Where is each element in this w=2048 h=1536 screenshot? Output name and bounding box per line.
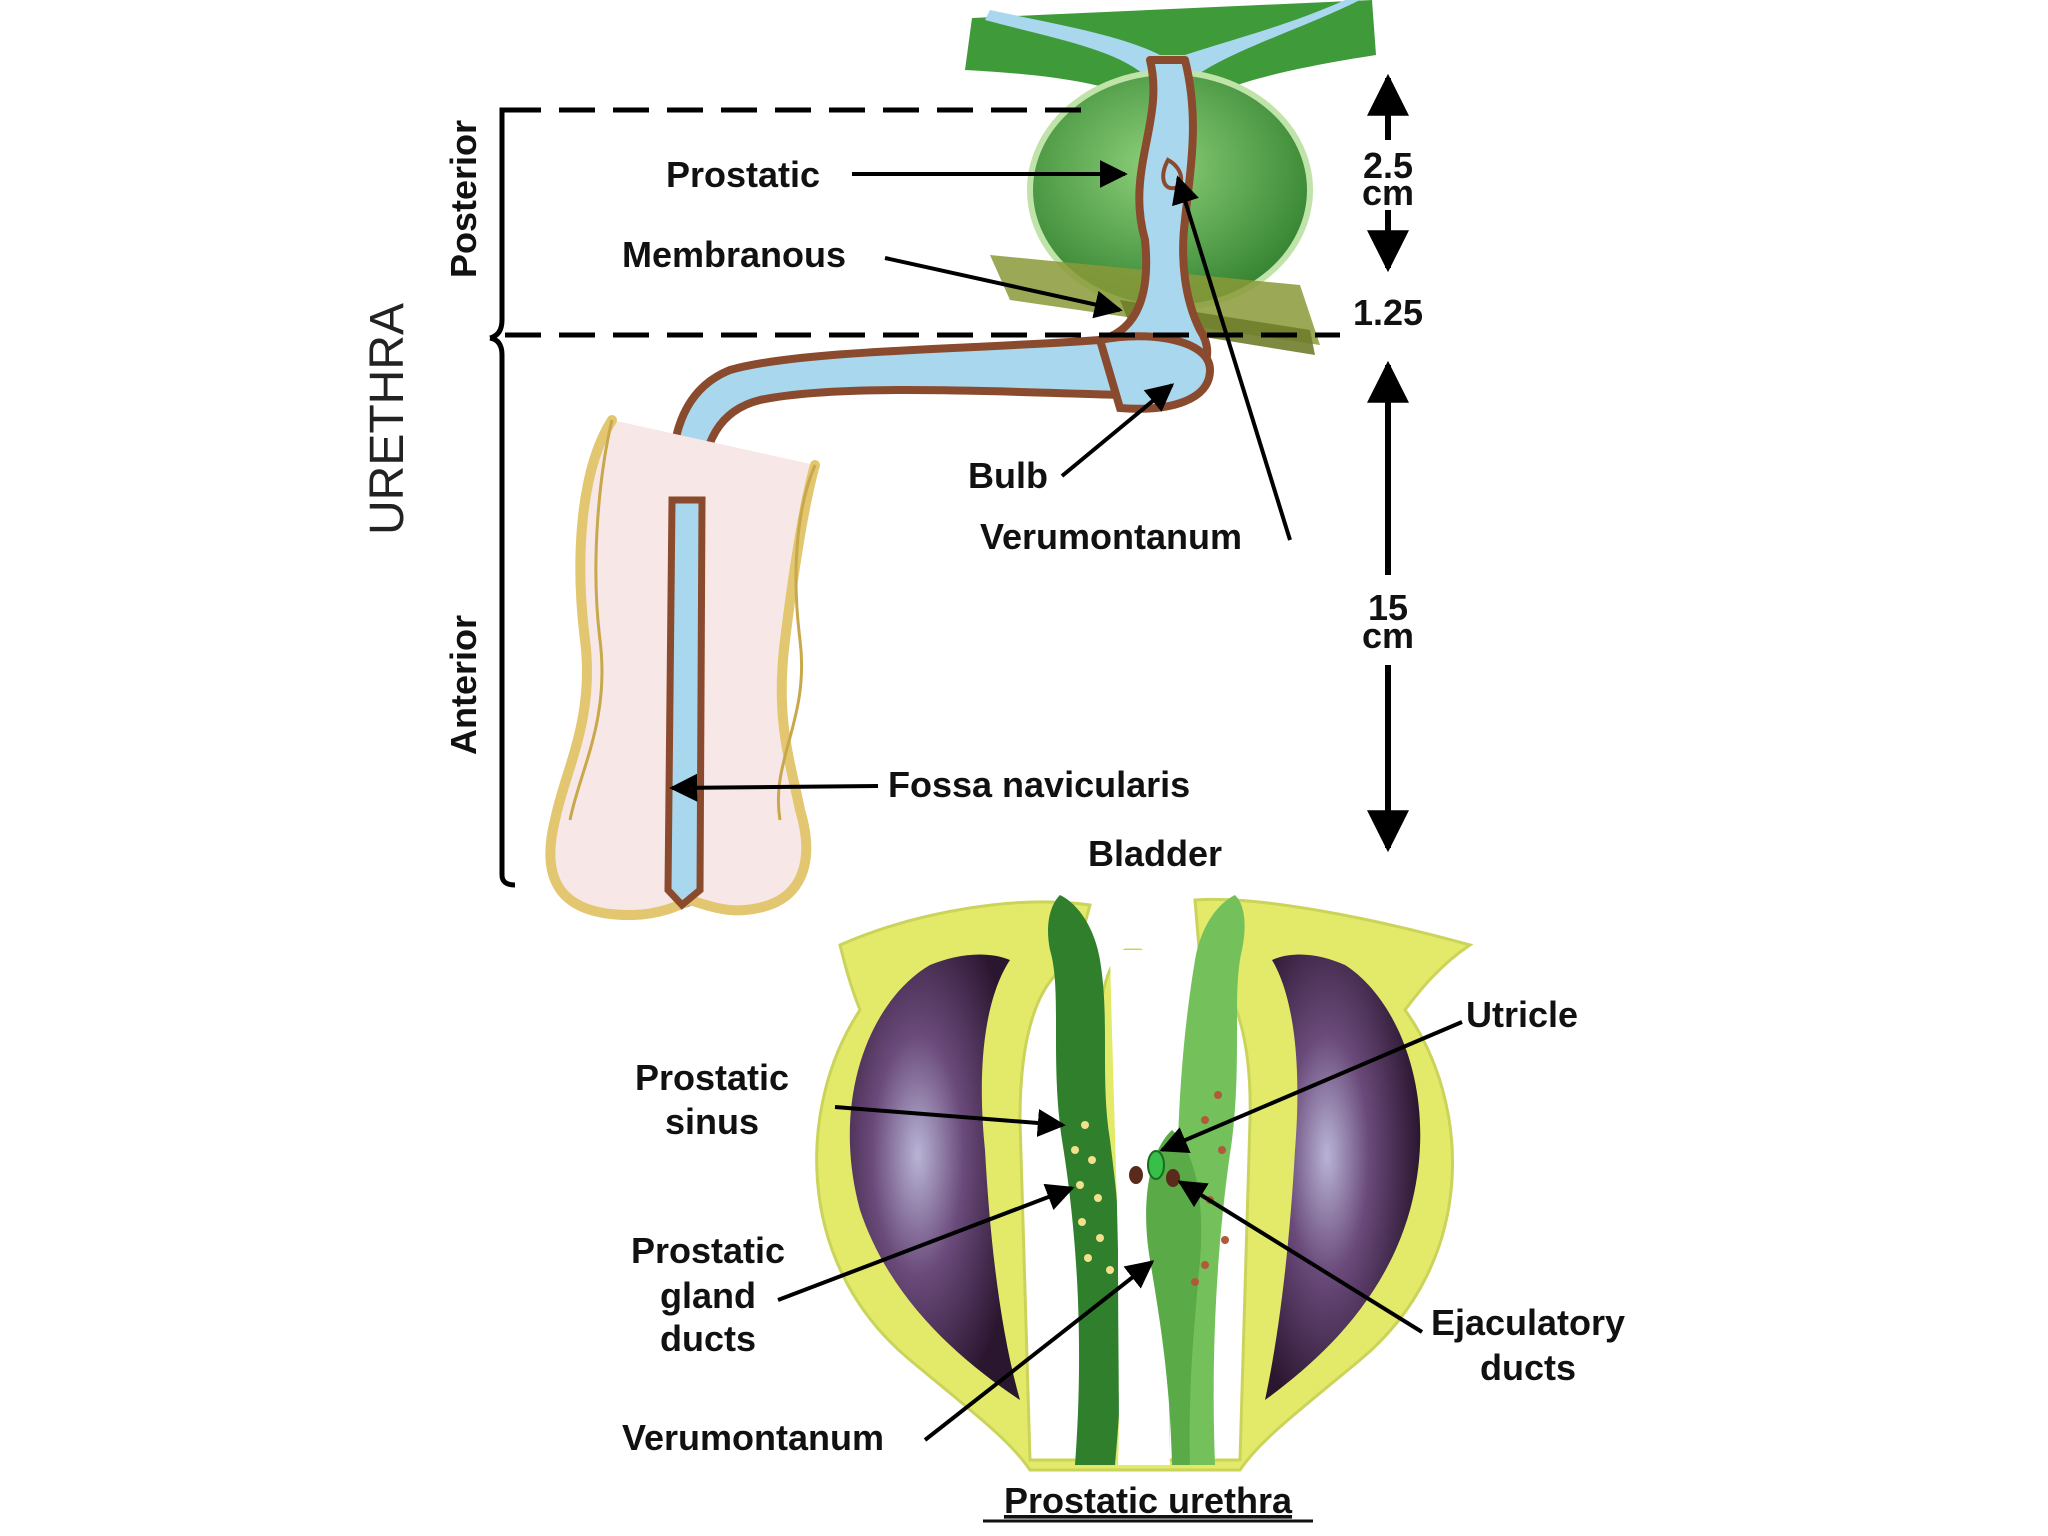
measure-1-25: 1.25 [1353,292,1423,333]
verumontanum-bump [1146,1130,1202,1465]
utricle [1147,1150,1165,1180]
label-verumontanum-top: Verumontanum [980,516,1242,557]
prostate-left-lobe [849,954,1020,1400]
measure-2-5: 2.5 [1363,145,1413,186]
gland-duct-dots [1071,1121,1114,1274]
arrow-bulb [1060,383,1175,478]
arrow-fossa [669,773,879,802]
label-ejaculatory-2: ducts [1480,1347,1576,1388]
label-bulb: Bulb [968,455,1048,496]
anterior-label: Anterior [443,615,484,755]
label-gland-2: gland [660,1275,756,1316]
ejaculatory-duct-right [1166,1169,1180,1187]
measure-cm-1: cm [1362,172,1414,213]
label-prostatic-sinus-1: Prostatic [635,1057,789,1098]
prostatic-urethra-illustration [815,895,1474,1472]
posterior-bracket [489,107,512,341]
arrow-prostatic-sinus [834,1105,1066,1137]
arrow-gland-ducts [777,1183,1075,1302]
posterior-label: Posterior [443,120,484,278]
urethra-wall-left [1048,895,1123,1465]
label-utricle: Utricle [1466,994,1578,1035]
label-membranous: Membranous [622,234,846,275]
measure-cm-2: cm [1362,615,1414,656]
label-prostatic-sinus-2: sinus [665,1101,759,1142]
upper-urethra-illustration [545,0,1376,920]
arrow-verumontanum-bottom [923,1260,1155,1442]
arrow-verumontanum-top [1172,175,1292,541]
label-prostatic: Prostatic [666,154,820,195]
label-verumontanum-bottom: Verumontanum [622,1417,884,1458]
ejaculatory-duct-left [1129,1166,1143,1184]
caption-prostatic-urethra: Prostatic urethra [1004,1480,1293,1521]
label-gland-1: Prostatic [631,1230,785,1271]
label-ejaculatory-1: Ejaculatory [1431,1302,1625,1343]
arrow-membranous [884,256,1123,319]
penile-urethra [664,496,706,910]
anterior-bracket [489,335,516,888]
prostate-right-lobe [1265,954,1421,1400]
arrow-ejaculatory [1177,1180,1424,1334]
urethra-title: URETHRA [361,303,414,535]
label-fossa-navicularis: Fossa navicularis [888,764,1190,805]
arrow-utricle [1159,1020,1463,1153]
label-bladder: Bladder [1088,833,1222,874]
label-gland-3: ducts [660,1318,756,1359]
measure-15: 15 [1368,587,1408,628]
